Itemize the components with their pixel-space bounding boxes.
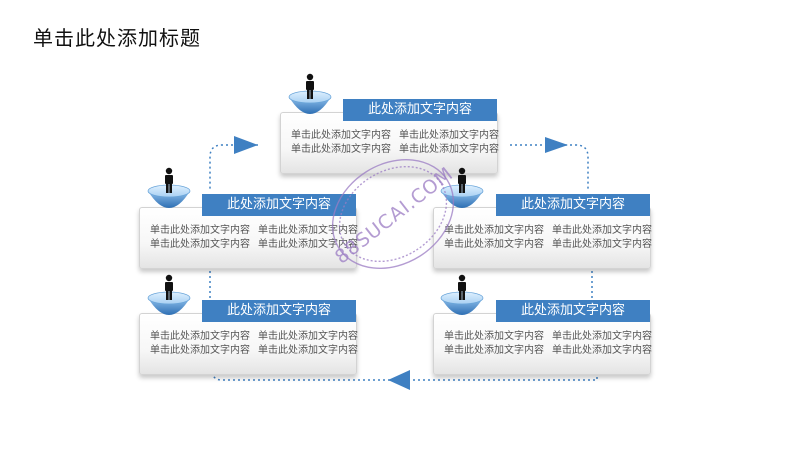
node-text: 单击此处添加文字内容: [150, 331, 250, 342]
connector-top-right: [510, 144, 589, 190]
person-on-bowl-icon: [147, 272, 191, 332]
node-card-middle-left: 此处添加文字内容 单击此处添加文字内容 单击此处添加文字内容 单击此处添加文字内…: [139, 194, 358, 269]
triangle-arrow-icon: [234, 136, 258, 154]
triangle-arrow-icon: [545, 137, 568, 153]
page-title: 单击此处添加标题: [33, 26, 201, 50]
node-text: 单击此处添加文字内容: [150, 225, 250, 236]
watermark-text: 88SUCAI.COM: [331, 163, 458, 269]
node-card-bottom-right: 此处添加文字内容 单击此处添加文字内容 单击此处添加文字内容 单击此处添加文字内…: [433, 300, 652, 375]
node-text: 单击此处添加文字内容: [150, 239, 250, 250]
node-card-middle-right: 此处添加文字内容 单击此处添加文字内容 单击此处添加文字内容 单击此处添加文字内…: [433, 194, 652, 269]
node-text: 单击此处添加文字内容: [444, 225, 544, 236]
person-on-bowl-icon: [147, 165, 191, 225]
node-heading: 此处添加文字内容: [343, 99, 497, 121]
node-text: 单击此处添加文字内容: [291, 144, 391, 155]
node-text: 单击此处添加文字内容: [444, 239, 544, 250]
node-text: 单击此处添加文字内容: [444, 345, 544, 356]
node-text: 单击此处添加文字内容: [552, 239, 652, 250]
node-text: 单击此处添加文字内容: [552, 331, 652, 342]
node-heading: 此处添加文字内容: [496, 194, 650, 216]
node-text: 单击此处添加文字内容: [258, 225, 358, 236]
node-text: 单击此处添加文字内容: [291, 130, 391, 141]
person-on-bowl-icon: [440, 272, 484, 332]
connector-top-left: [209, 144, 258, 190]
watermark-stamp: 88SUCAI.COM: [331, 159, 458, 269]
node-text: 单击此处添加文字内容: [444, 331, 544, 342]
node-card-bottom-left: 此处添加文字内容 单击此处添加文字内容 单击此处添加文字内容 单击此处添加文字内…: [139, 300, 358, 375]
node-heading: 此处添加文字内容: [202, 300, 356, 322]
triangle-arrow-icon: [388, 370, 410, 390]
node-heading: 此处添加文字内容: [496, 300, 650, 322]
node-text: 单击此处添加文字内容: [258, 239, 358, 250]
connector-bottom: [211, 369, 598, 381]
person-on-bowl-icon: [288, 71, 332, 131]
node-text: 单击此处添加文字内容: [552, 345, 652, 356]
node-text: 单击此处添加文字内容: [150, 345, 250, 356]
node-text: 单击此处添加文字内容: [399, 144, 499, 155]
node-text: 单击此处添加文字内容: [258, 331, 358, 342]
node-heading: 此处添加文字内容: [202, 194, 356, 216]
node-text: 单击此处添加文字内容: [258, 345, 358, 356]
node-card-top: 此处添加文字内容 单击此处添加文字内容 单击此处添加文字内容 单击此处添加文字内…: [280, 99, 499, 174]
node-text: 单击此处添加文字内容: [552, 225, 652, 236]
node-text: 单击此处添加文字内容: [399, 130, 499, 141]
